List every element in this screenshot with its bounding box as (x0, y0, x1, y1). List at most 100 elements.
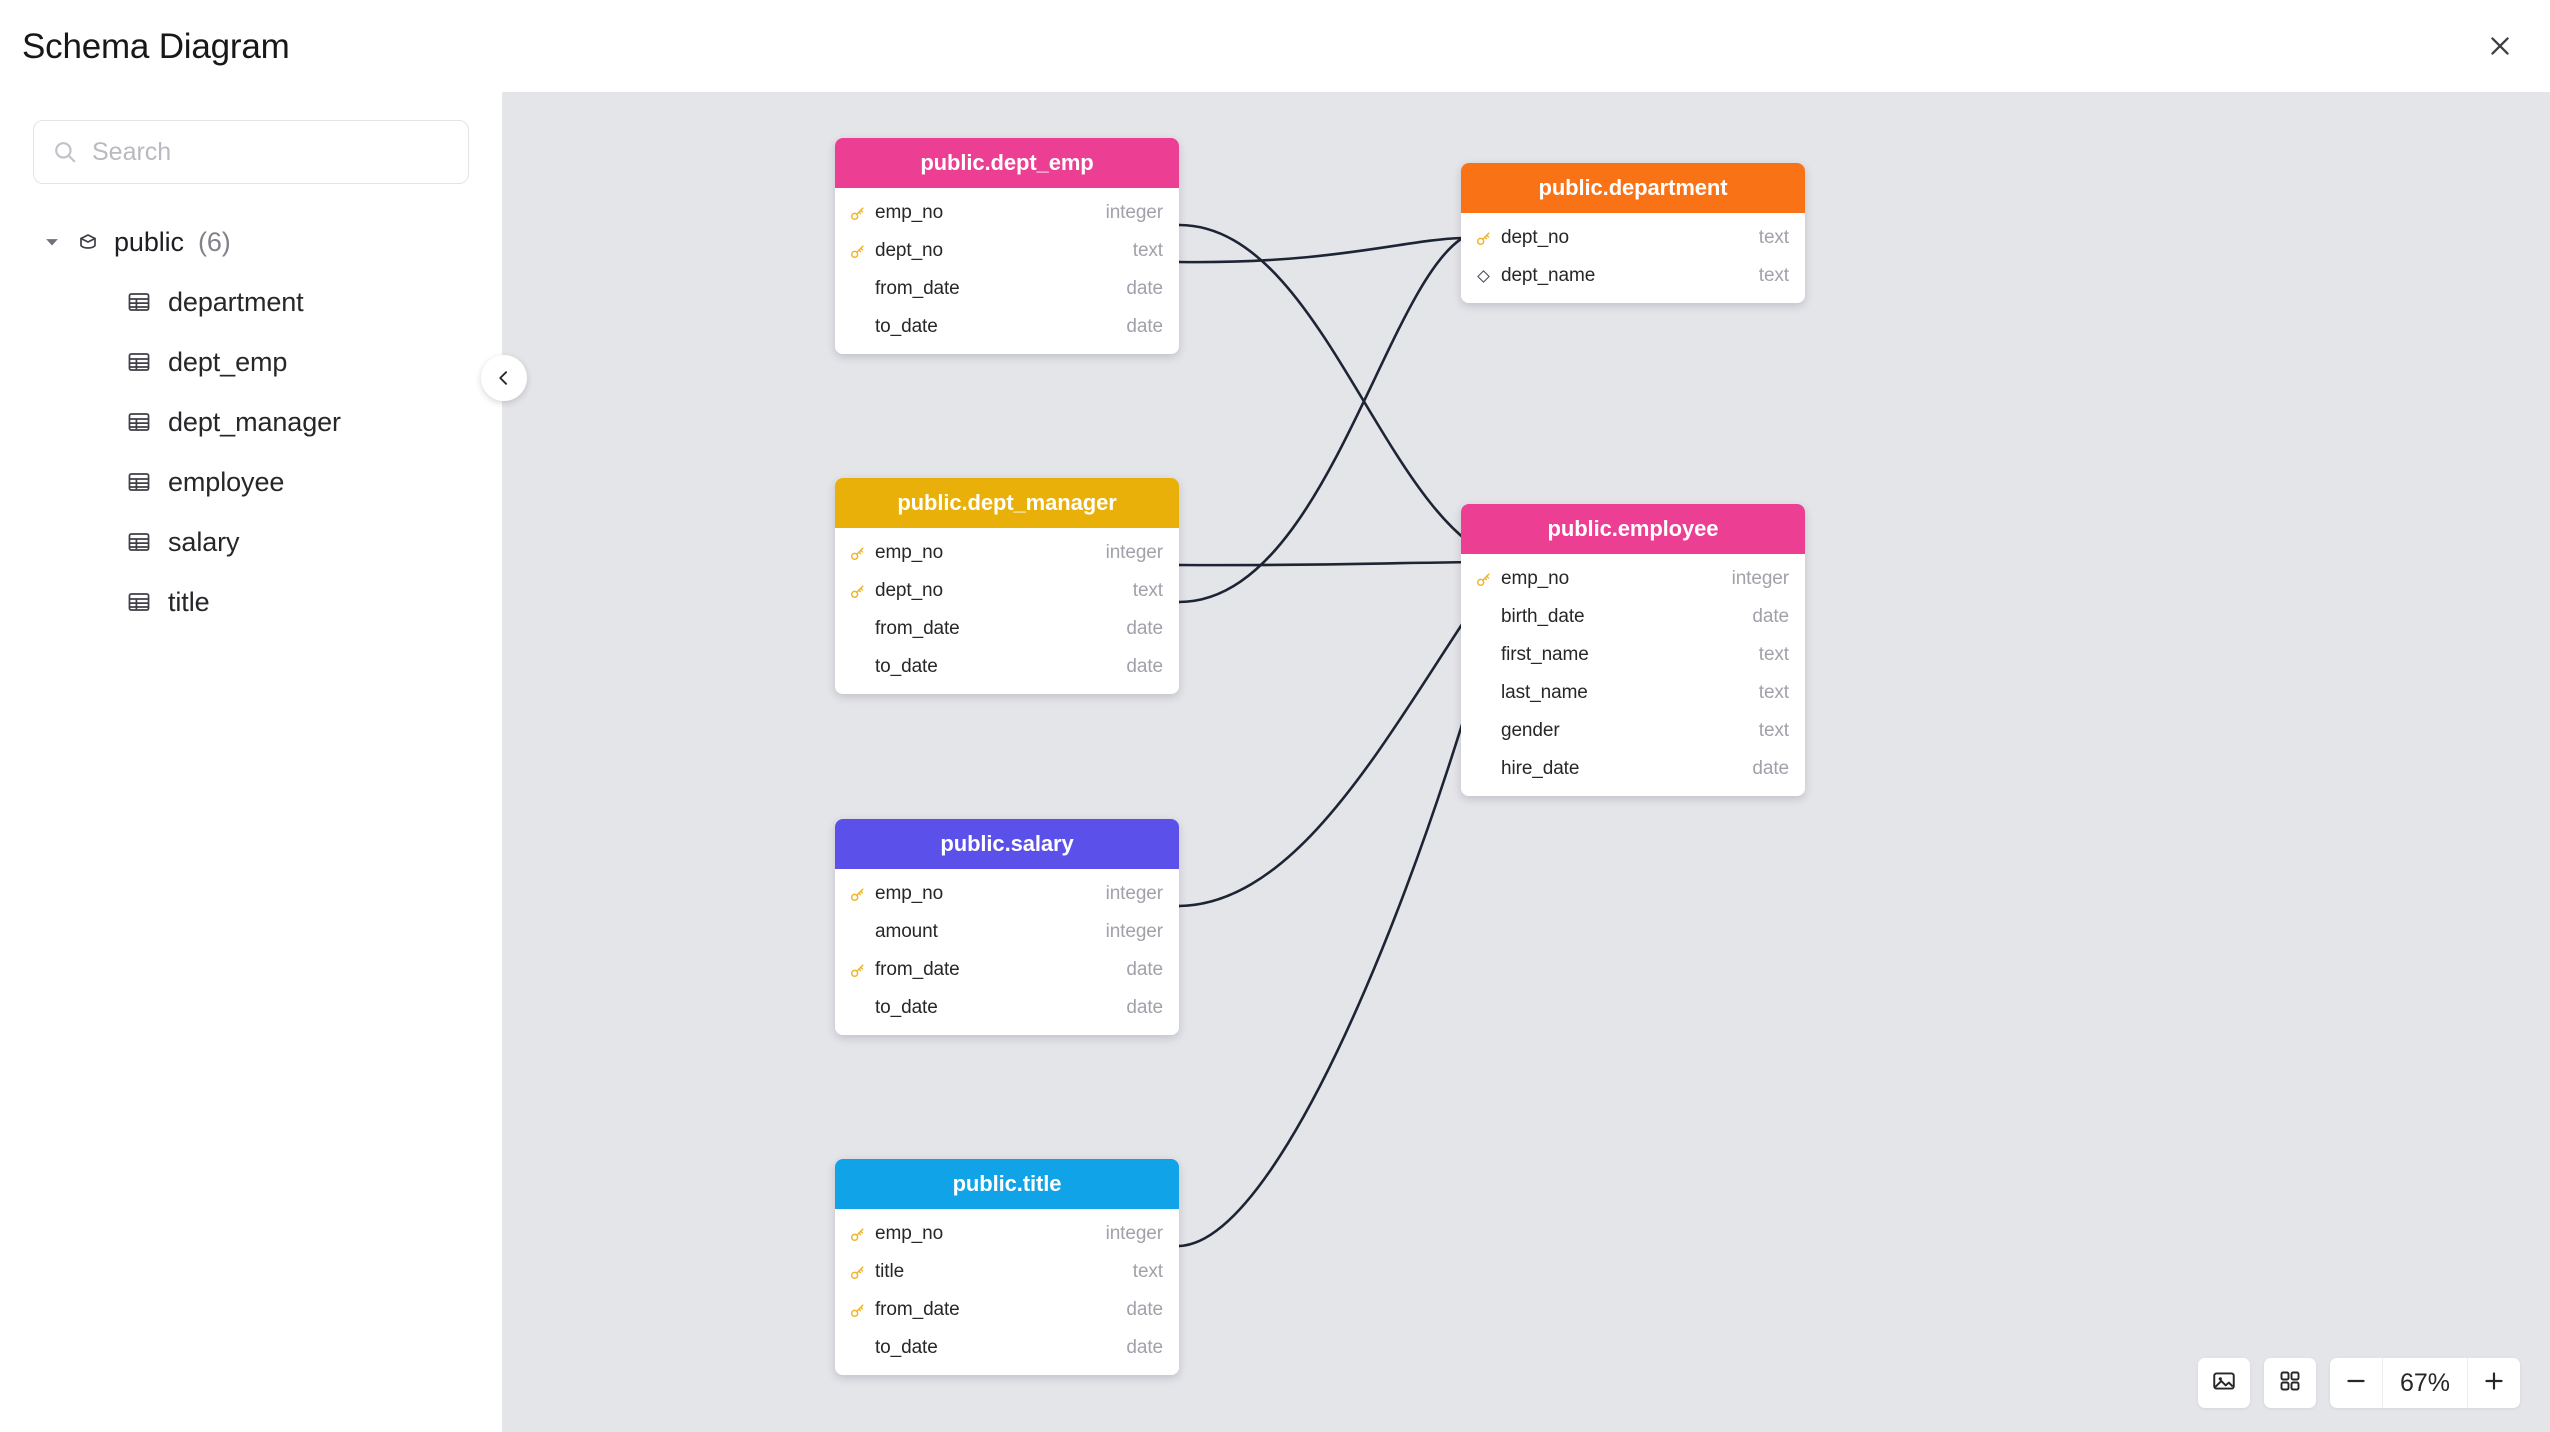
column-type: text (1132, 580, 1163, 601)
plus-icon (2481, 1368, 2507, 1399)
column-name: from_date (875, 1299, 960, 1320)
sidebar: public (6) department dept_emp dept_mana… (0, 92, 503, 1432)
table-card-salary[interactable]: public.salary emp_no integer amount inte… (835, 819, 1179, 1035)
table-card-header[interactable]: public.department (1461, 163, 1805, 213)
table-card-dept_manager[interactable]: public.dept_manager emp_no integer dept_… (835, 478, 1179, 694)
table-icon (126, 589, 152, 615)
column-row[interactable]: dept_no text (835, 232, 1179, 270)
table-card-employee[interactable]: public.employee emp_no integer birth_dat… (1461, 504, 1805, 796)
column-type: date (1752, 606, 1789, 627)
column-type: integer (1105, 921, 1164, 942)
table-card-header[interactable]: public.title (835, 1159, 1179, 1209)
column-name: to_date (875, 997, 938, 1018)
sidebar-table-label: title (168, 586, 210, 617)
zoom-level-label[interactable]: 67% (2382, 1358, 2468, 1408)
database-schema-icon (76, 230, 100, 254)
column-row[interactable]: emp_no integer (835, 534, 1179, 572)
column-row[interactable]: to_date date (835, 648, 1179, 686)
column-row[interactable]: first_name text (1461, 636, 1805, 674)
column-row[interactable]: to_date date (835, 989, 1179, 1027)
column-row[interactable]: amount integer (835, 913, 1179, 951)
table-card-header[interactable]: public.dept_emp (835, 138, 1179, 188)
search-input[interactable] (92, 137, 450, 167)
sidebar-table-label: department (168, 286, 304, 317)
table-card-header[interactable]: public.salary (835, 819, 1179, 869)
table-card-dept_emp[interactable]: public.dept_emp emp_no integer dept_no t… (835, 138, 1179, 354)
table-card-header[interactable]: public.dept_manager (835, 478, 1179, 528)
table-card-department[interactable]: public.department dept_no text dept_name… (1461, 163, 1805, 303)
column-row[interactable]: emp_no integer (835, 875, 1179, 913)
table-card-title: public.salary (940, 831, 1074, 856)
sidebar-table-department[interactable]: department (0, 272, 502, 332)
auto-layout-button[interactable] (2264, 1358, 2316, 1408)
column-type: date (1126, 316, 1163, 337)
sidebar-collapse-button[interactable] (481, 355, 527, 401)
zoom-out-button[interactable] (2330, 1358, 2382, 1408)
column-row[interactable]: dept_no text (835, 572, 1179, 610)
column-name: to_date (875, 1337, 938, 1358)
column-row[interactable]: emp_no integer (1461, 560, 1805, 598)
column-row[interactable]: dept_name text (1461, 257, 1805, 295)
table-card-columns: emp_no integer birth_date date first_nam… (1461, 554, 1805, 796)
column-name: birth_date (1501, 606, 1585, 627)
column-type: integer (1105, 883, 1164, 904)
column-name: hire_date (1501, 758, 1580, 779)
column-type: date (1752, 758, 1789, 779)
tree-node-public[interactable]: public (6) (0, 212, 502, 272)
column-type: date (1126, 997, 1163, 1018)
column-type: integer (1105, 542, 1164, 563)
table-card-header[interactable]: public.employee (1461, 504, 1805, 554)
column-row[interactable]: gender text (1461, 712, 1805, 750)
column-type: text (1758, 265, 1789, 286)
column-row[interactable]: hire_date date (1461, 750, 1805, 788)
table-card-title[interactable]: public.title emp_no integer title text f… (835, 1159, 1179, 1375)
sidebar-table-title[interactable]: title (0, 572, 502, 632)
close-icon[interactable] (2476, 22, 2524, 70)
key-icon (849, 583, 866, 600)
column-name: title (875, 1261, 905, 1282)
key-icon (849, 1226, 866, 1243)
column-name: emp_no (875, 1223, 944, 1244)
table-icon (126, 349, 152, 375)
column-row[interactable]: to_date date (835, 1329, 1179, 1367)
column-row[interactable]: to_date date (835, 308, 1179, 346)
search-icon (52, 139, 78, 165)
column-type: date (1126, 1337, 1163, 1358)
key-icon (1475, 230, 1492, 247)
column-row[interactable]: birth_date date (1461, 598, 1805, 636)
column-row[interactable]: title text (835, 1253, 1179, 1291)
diamond-icon (1475, 269, 1492, 284)
column-row[interactable]: last_name text (1461, 674, 1805, 712)
sidebar-table-employee[interactable]: employee (0, 452, 502, 512)
column-row[interactable]: from_date date (835, 1291, 1179, 1329)
table-card-title: public.employee (1547, 516, 1719, 541)
sidebar-table-dept_manager[interactable]: dept_manager (0, 392, 502, 452)
table-icon (126, 529, 152, 555)
table-icon (126, 289, 152, 315)
column-row[interactable]: dept_no text (1461, 219, 1805, 257)
sidebar-table-dept_emp[interactable]: dept_emp (0, 332, 502, 392)
column-name: dept_no (875, 240, 943, 261)
key-icon (849, 886, 866, 903)
column-type: text (1758, 644, 1789, 665)
column-name: first_name (1501, 644, 1589, 665)
zoom-in-button[interactable] (2468, 1358, 2520, 1408)
column-row[interactable]: from_date date (835, 610, 1179, 648)
column-type: date (1126, 656, 1163, 677)
caret-down-icon[interactable] (42, 235, 62, 249)
search-box[interactable] (33, 120, 469, 184)
column-name: dept_no (1501, 227, 1569, 248)
sidebar-table-label: dept_emp (168, 346, 288, 377)
column-row[interactable]: from_date date (835, 951, 1179, 989)
diagram-canvas[interactable]: public.dept_emp emp_no integer dept_no t… (503, 92, 2550, 1432)
schema-tree: public (6) department dept_emp dept_mana… (0, 184, 502, 632)
column-name: from_date (875, 959, 960, 980)
column-row[interactable]: emp_no integer (835, 1215, 1179, 1253)
table-card-columns: emp_no integer amount integer from_date … (835, 869, 1179, 1035)
column-name: to_date (875, 656, 938, 677)
column-row[interactable]: from_date date (835, 270, 1179, 308)
column-row[interactable]: emp_no integer (835, 194, 1179, 232)
sidebar-table-salary[interactable]: salary (0, 512, 502, 572)
export-image-button[interactable] (2198, 1358, 2250, 1408)
key-icon (849, 1264, 866, 1281)
